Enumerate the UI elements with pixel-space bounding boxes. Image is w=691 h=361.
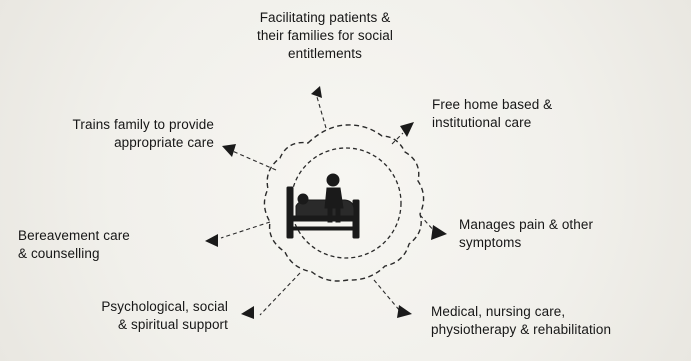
patient-bed-icon	[286, 173, 360, 239]
arrow-family-training	[222, 144, 236, 157]
arrow-pain-management	[431, 225, 447, 240]
connector-medical-care	[373, 279, 401, 312]
connector-pain-management	[419, 214, 436, 233]
label-social-entitlements: Facilitating patients & their families f…	[256, 10, 394, 61]
connector-home-care	[391, 132, 404, 145]
connector-psychosocial-support	[259, 272, 301, 316]
arrow-home-care	[400, 122, 414, 137]
connector-social-entitlements	[316, 96, 327, 129]
inner-ring	[290, 147, 402, 259]
label-pain-management: Manages pain & other symptoms	[459, 217, 594, 250]
arrow-bereavement	[205, 234, 218, 247]
label-family-training: Trains family to provide appropriate car…	[72, 117, 214, 150]
label-home-care: Free home based & institutional care	[432, 97, 553, 130]
arrow-medical-care	[397, 305, 412, 318]
connectors	[220, 96, 436, 316]
label-psychosocial-support: Psychological, social & spiritual suppor…	[101, 299, 228, 332]
arrowheads	[205, 86, 447, 319]
connector-bereavement	[220, 221, 271, 239]
arrow-psychosocial-support	[241, 306, 254, 319]
label-medical-care: Medical, nursing care, physiotherapy & r…	[431, 304, 612, 337]
outer-ring	[263, 124, 425, 282]
label-bereavement: Bereavement care & counselling	[18, 228, 130, 261]
arrow-social-entitlements	[311, 86, 322, 98]
connector-family-training	[229, 149, 277, 171]
